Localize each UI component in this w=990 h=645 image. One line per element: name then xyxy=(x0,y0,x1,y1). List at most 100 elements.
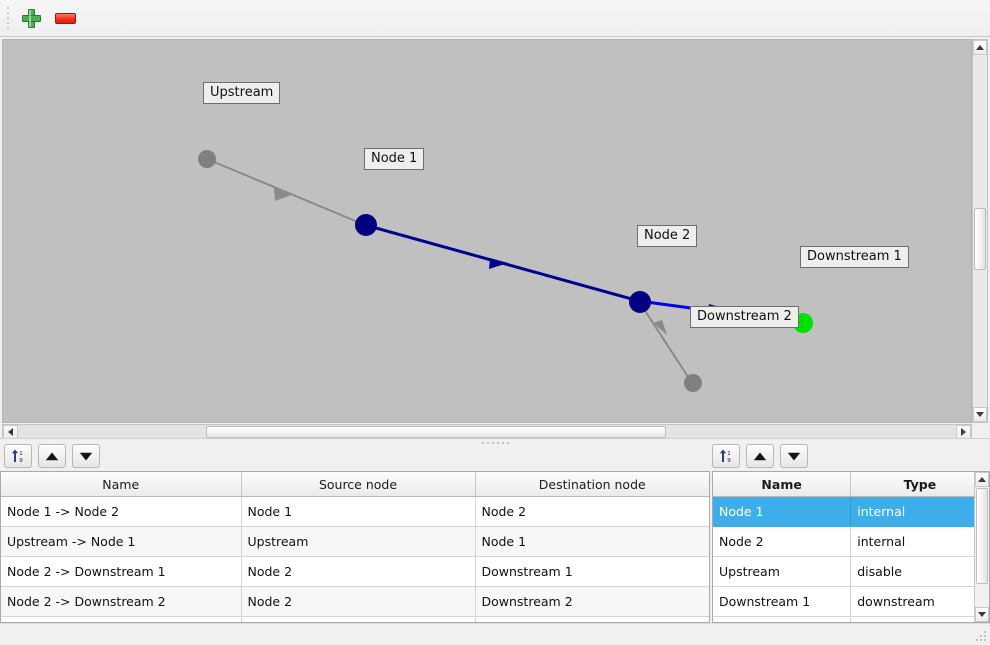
graph-node-label-upstream[interactable]: Upstream xyxy=(203,82,281,104)
edges-move-down-button[interactable] xyxy=(72,444,100,468)
edges-cell-destination[interactable]: Node 1 xyxy=(475,526,709,557)
table-row[interactable]: Upstream -> Node 1 Upstream Node 1 xyxy=(1,526,709,557)
edges-column-header-name[interactable]: Name xyxy=(1,472,242,497)
edges-cell-name[interactable]: Node 2 -> Downstream 2 xyxy=(1,586,242,617)
nodes-cell-type[interactable]: internal xyxy=(850,496,989,527)
edges-cell-destination[interactable]: Downstream 2 xyxy=(475,586,709,617)
nodes-cell-type[interactable]: disable xyxy=(850,556,989,587)
edges-cell-name[interactable]: Node 1 -> Node 2 xyxy=(1,496,242,527)
edges-cell-name[interactable]: Node 2 -> Downstream 1 xyxy=(1,556,242,587)
triangle-down-icon xyxy=(787,452,801,460)
edges-cell-destination[interactable]: Node 2 xyxy=(475,496,709,527)
nodes-cell-name[interactable]: Upstream xyxy=(713,556,852,587)
graph-node-downstream2[interactable] xyxy=(684,374,702,392)
status-bar xyxy=(0,623,990,645)
nodes-cell-name[interactable]: Downstream 1 xyxy=(713,586,852,617)
nodes-table-container[interactable]: Name Type Node 1 internal Node 2 interna… xyxy=(712,471,990,623)
plus-icon xyxy=(21,8,41,28)
graph-node-node2[interactable] xyxy=(629,291,651,313)
triangle-down-icon xyxy=(978,612,986,617)
edges-column-header-destination[interactable]: Destination node xyxy=(475,472,709,497)
table-row[interactable]: Node 1 internal xyxy=(713,496,989,527)
table-row[interactable]: Node 1 -> Node 2 Node 1 Node 2 xyxy=(1,496,709,527)
nodes-move-up-button[interactable] xyxy=(746,444,774,468)
table-row[interactable]: Downstream 1 downstream xyxy=(713,586,989,617)
edge-upstream-node1[interactable] xyxy=(206,158,366,226)
edge-node2-downstream2[interactable] xyxy=(639,302,693,384)
edges-cell-destination[interactable]: Downstream 1 xyxy=(475,556,709,587)
edges-table-empty-row[interactable] xyxy=(1,616,709,622)
nodes-cell-name[interactable]: Node 2 xyxy=(713,526,852,557)
triangle-left-icon xyxy=(8,428,13,436)
nodes-move-down-button[interactable] xyxy=(780,444,808,468)
graph-node-upstream[interactable] xyxy=(198,150,216,168)
sort-ascending-icon: 1 9 xyxy=(719,449,731,464)
nodes-cell-type[interactable]: internal xyxy=(850,526,989,557)
graph-node-label-downstream2[interactable]: Downstream 2 xyxy=(690,306,799,328)
remove-button[interactable] xyxy=(50,3,80,33)
main-toolbar xyxy=(0,0,990,37)
edges-cell-source[interactable]: Node 2 xyxy=(241,556,476,587)
table-row[interactable]: Node 2 -> Downstream 2 Node 2 Downstream… xyxy=(1,586,709,617)
nodes-sort-button[interactable]: 1 9 xyxy=(712,444,740,468)
nodes-table-scroll-thumb[interactable] xyxy=(976,488,988,584)
graph-node-label-node2[interactable]: Node 2 xyxy=(637,225,698,247)
triangle-up-icon xyxy=(978,477,986,482)
graph-vscroll-up-button[interactable] xyxy=(973,40,987,55)
nodes-cell-name[interactable]: Node 1 xyxy=(713,496,852,527)
graph-vscroll-down-button[interactable] xyxy=(973,407,987,422)
edges-table-container[interactable]: Name Source node Destination node Node 1… xyxy=(0,471,710,623)
triangle-up-icon xyxy=(45,452,59,460)
graph-node-node1[interactable] xyxy=(355,214,377,236)
add-button[interactable] xyxy=(16,3,46,33)
triangle-down-icon xyxy=(976,412,984,417)
graph-vertical-scrollbar[interactable] xyxy=(972,39,988,423)
graph-pane: Upstream Node 1 Node 2 Downstream 1 Down… xyxy=(0,37,990,440)
nodes-table-vertical-scrollbar[interactable] xyxy=(974,472,989,622)
edges-cell-name[interactable]: Upstream -> Node 1 xyxy=(1,526,242,557)
triangle-up-icon xyxy=(976,45,984,50)
edges-cell-source[interactable]: Upstream xyxy=(241,526,476,557)
minus-icon xyxy=(54,12,76,24)
graph-node-label-downstream1[interactable]: Downstream 1 xyxy=(800,246,909,268)
table-row[interactable]: Upstream disable xyxy=(713,556,989,587)
nodes-toolbar: 1 9 xyxy=(712,443,808,469)
svg-text:9: 9 xyxy=(727,458,731,464)
nodes-table: Name Type Node 1 internal Node 2 interna… xyxy=(713,472,989,622)
graph-hscroll-right-button[interactable] xyxy=(956,425,971,439)
graph-hscroll-left-button[interactable] xyxy=(3,425,18,439)
svg-text:9: 9 xyxy=(19,458,23,464)
edges-table-header-row: Name Source node Destination node xyxy=(1,472,709,497)
nodes-column-header-name[interactable]: Name xyxy=(713,472,852,497)
svg-text:1: 1 xyxy=(19,451,23,457)
edges-column-header-source[interactable]: Source node xyxy=(241,472,476,497)
table-row[interactable]: Node 2 -> Downstream 1 Node 2 Downstream… xyxy=(1,556,709,587)
triangle-down-icon xyxy=(79,452,93,460)
triangle-up-icon xyxy=(753,452,767,460)
edge-node1-node2[interactable] xyxy=(364,223,640,303)
toolbar-drag-handle[interactable] xyxy=(3,5,12,31)
edges-cell-source[interactable]: Node 2 xyxy=(241,586,476,617)
edges-move-up-button[interactable] xyxy=(38,444,66,468)
nodes-cell-type[interactable]: downstream xyxy=(850,586,989,617)
graph-vscroll-thumb[interactable] xyxy=(974,208,986,270)
edges-sort-button[interactable]: 1 9 xyxy=(4,444,32,468)
nodes-table-header-row: Name Type xyxy=(713,472,989,497)
window-resize-grip[interactable] xyxy=(976,631,988,643)
edges-toolbar: 1 9 xyxy=(4,443,100,469)
triangle-right-icon xyxy=(961,428,966,436)
graph-canvas[interactable]: Upstream Node 1 Node 2 Downstream 1 Down… xyxy=(2,39,972,423)
graph-svg xyxy=(198,150,813,392)
edges-cell-source[interactable]: Node 1 xyxy=(241,496,476,527)
nodes-column-header-type[interactable]: Type xyxy=(850,472,989,497)
graph-node-label-node1[interactable]: Node 1 xyxy=(364,148,425,170)
edges-table: Name Source node Destination node Node 1… xyxy=(1,472,709,622)
graph-hscroll-thumb[interactable] xyxy=(206,426,666,438)
nodes-table-scroll-up-button[interactable] xyxy=(975,472,989,487)
graph-horizontal-scrollbar[interactable] xyxy=(2,424,972,440)
table-row[interactable]: Node 2 internal xyxy=(713,526,989,557)
nodes-table-scroll-down-button[interactable] xyxy=(975,607,989,622)
sort-ascending-icon: 1 9 xyxy=(11,449,23,464)
panel-splitter[interactable] xyxy=(0,438,990,447)
